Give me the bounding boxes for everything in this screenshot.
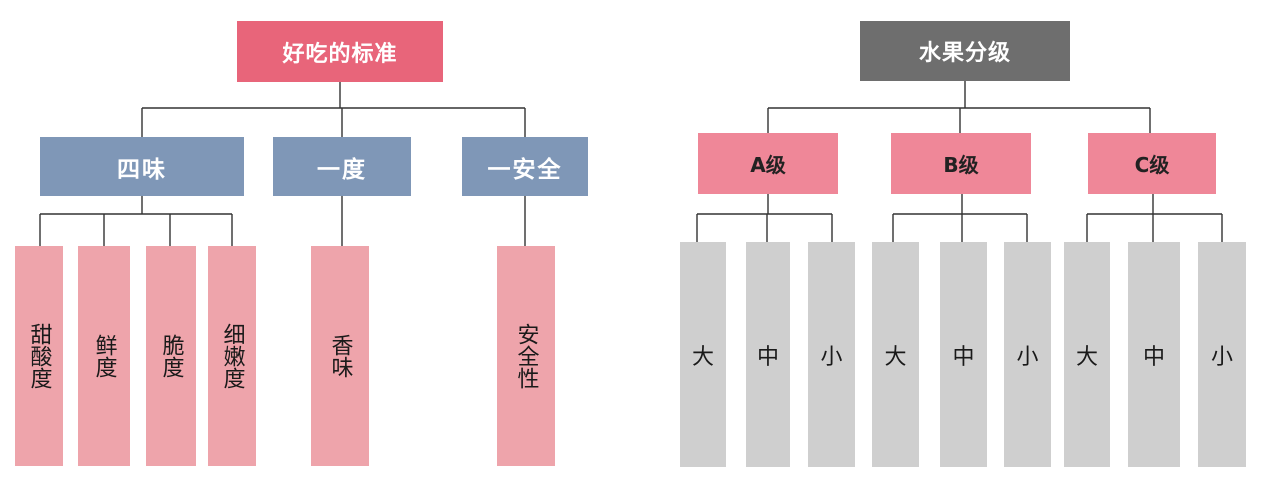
size-node-a-small: 小 xyxy=(808,242,855,467)
leaf-label: 脆度 xyxy=(158,334,184,378)
leaf-node-crispness: 脆度 xyxy=(146,246,196,466)
group-label: 一安全 xyxy=(487,156,563,183)
size-label: 中 xyxy=(952,344,975,370)
size-label: 大 xyxy=(1075,344,1098,370)
right-root-node: 水果分级 xyxy=(860,21,1070,81)
size-node-b-large: 大 xyxy=(872,242,919,467)
group-node-one-safety: 一安全 xyxy=(462,137,588,196)
leaf-label: 细嫩度 xyxy=(219,323,245,389)
size-node-b-small: 小 xyxy=(1004,242,1051,467)
leaf-node-freshness: 鲜度 xyxy=(78,246,130,466)
size-label: 中 xyxy=(1142,344,1165,370)
leaf-node-sweet-sour: 甜酸度 xyxy=(15,246,63,466)
grade-node-b: B级 xyxy=(891,133,1031,194)
grade-label: B级 xyxy=(943,153,979,177)
leaf-node-safety: 安全性 xyxy=(497,246,555,466)
group-label: 四味 xyxy=(117,156,167,183)
leaf-node-tenderness: 细嫩度 xyxy=(208,246,256,466)
size-label: 小 xyxy=(1210,344,1233,370)
size-label: 大 xyxy=(691,344,714,370)
size-node-b-medium: 中 xyxy=(940,242,987,467)
group-node-one-degree: 一度 xyxy=(273,137,411,196)
size-node-c-medium: 中 xyxy=(1128,242,1180,467)
grade-label: C级 xyxy=(1134,153,1170,177)
right-root-label: 水果分级 xyxy=(918,41,1011,66)
size-label: 小 xyxy=(1016,344,1039,370)
leaf-label: 鲜度 xyxy=(91,334,117,378)
size-node-c-large: 大 xyxy=(1064,242,1110,467)
size-node-a-large: 大 xyxy=(680,242,726,467)
left-root-node: 好吃的标准 xyxy=(237,21,443,82)
left-root-label: 好吃的标准 xyxy=(282,41,398,67)
group-node-four-tastes: 四味 xyxy=(40,137,244,196)
size-node-c-small: 小 xyxy=(1198,242,1246,467)
leaf-label: 安全性 xyxy=(513,323,539,389)
grade-label: A级 xyxy=(750,153,786,177)
leaf-node-aroma: 香味 xyxy=(311,246,369,466)
grade-node-a: A级 xyxy=(698,133,838,194)
grade-node-c: C级 xyxy=(1088,133,1216,194)
group-label: 一度 xyxy=(317,156,367,183)
size-node-a-medium: 中 xyxy=(746,242,790,467)
size-label: 中 xyxy=(756,344,779,370)
leaf-label: 甜酸度 xyxy=(26,323,52,389)
size-label: 大 xyxy=(884,344,907,370)
leaf-label: 香味 xyxy=(327,334,353,378)
size-label: 小 xyxy=(820,344,843,370)
